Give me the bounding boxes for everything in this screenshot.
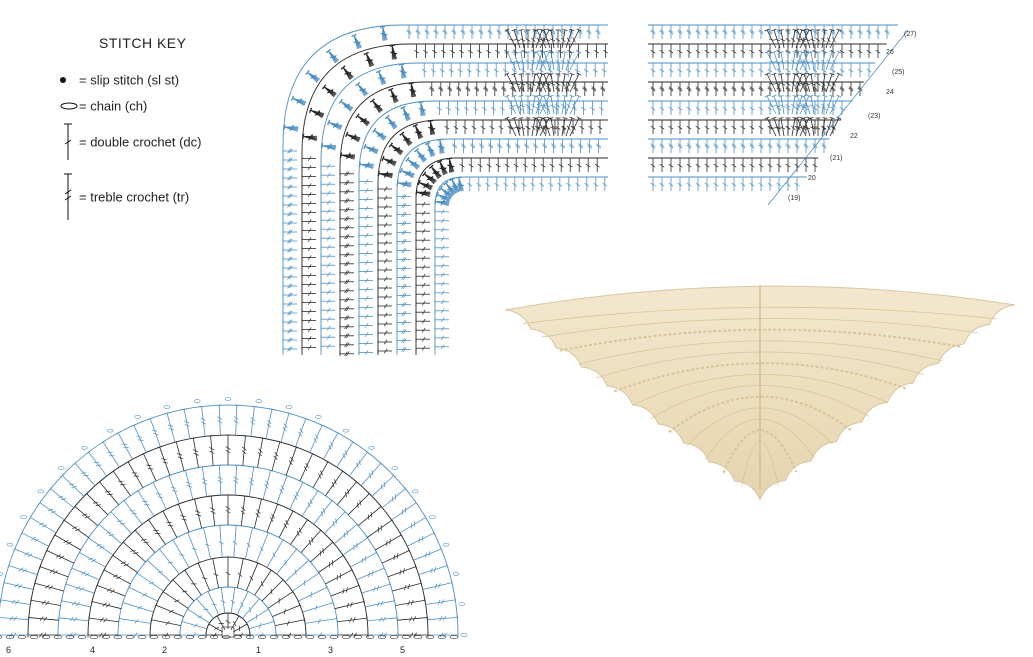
double-crochet-icon — [55, 122, 79, 162]
row-number-label: 20 — [808, 175, 816, 182]
fan-base-number: 2 — [162, 645, 167, 655]
fan-stitch-chart: 6 4 2 1 3 5 — [0, 397, 468, 655]
row-number-label: (23) — [868, 113, 880, 120]
key-label-slip-stitch: = slip stitch (sl st) — [79, 72, 180, 88]
row-number-label: 22 — [850, 133, 858, 140]
key-label-treble-crochet: = treble crochet (tr) — [79, 189, 190, 205]
fan-round — [57, 464, 399, 636]
fan-base-number: 6 — [6, 645, 11, 655]
fan-base-number: 5 — [400, 645, 405, 655]
chain-oval-icon — [55, 96, 79, 116]
key-item-slip-stitch: = slip stitch (sl st) — [55, 70, 179, 90]
fan-round — [179, 586, 277, 636]
key-label-chain: = chain (ch) — [79, 98, 148, 114]
row-number-label: (27) — [904, 31, 916, 38]
treble-crochet-icon — [55, 172, 79, 222]
row-number-label: 24 — [886, 89, 894, 96]
stitch-key-title: STITCH KEY — [99, 35, 187, 51]
key-item-chain: = chain (ch) — [55, 96, 147, 116]
row-number-label: (25) — [892, 69, 904, 76]
corner-chart-stitches — [282, 24, 909, 357]
stitch-key: STITCH KEY = slip stitch (sl st) = chain… — [55, 30, 255, 230]
row-number-label: (21) — [830, 155, 842, 162]
corner-stitch-chart: (27) 26 (25) 24 (23) 22 (21) 20 (19) — [282, 24, 916, 357]
fan-base-number: 1 — [256, 645, 261, 655]
fan-chart-stitches — [0, 397, 468, 639]
fan-base-number: 4 — [90, 645, 95, 655]
row-number-label: 26 — [886, 49, 894, 56]
key-item-treble-crochet: = treble crochet (tr) — [55, 172, 189, 222]
shawl-photo — [504, 285, 1016, 502]
row-number-label: (19) — [788, 195, 800, 202]
fan-base-number: 3 — [328, 645, 333, 655]
key-item-double-crochet: = double crochet (dc) — [55, 122, 201, 162]
fan-round — [0, 404, 459, 636]
slip-stitch-dot-icon — [55, 70, 79, 90]
key-label-double-crochet: = double crochet (dc) — [79, 134, 202, 150]
